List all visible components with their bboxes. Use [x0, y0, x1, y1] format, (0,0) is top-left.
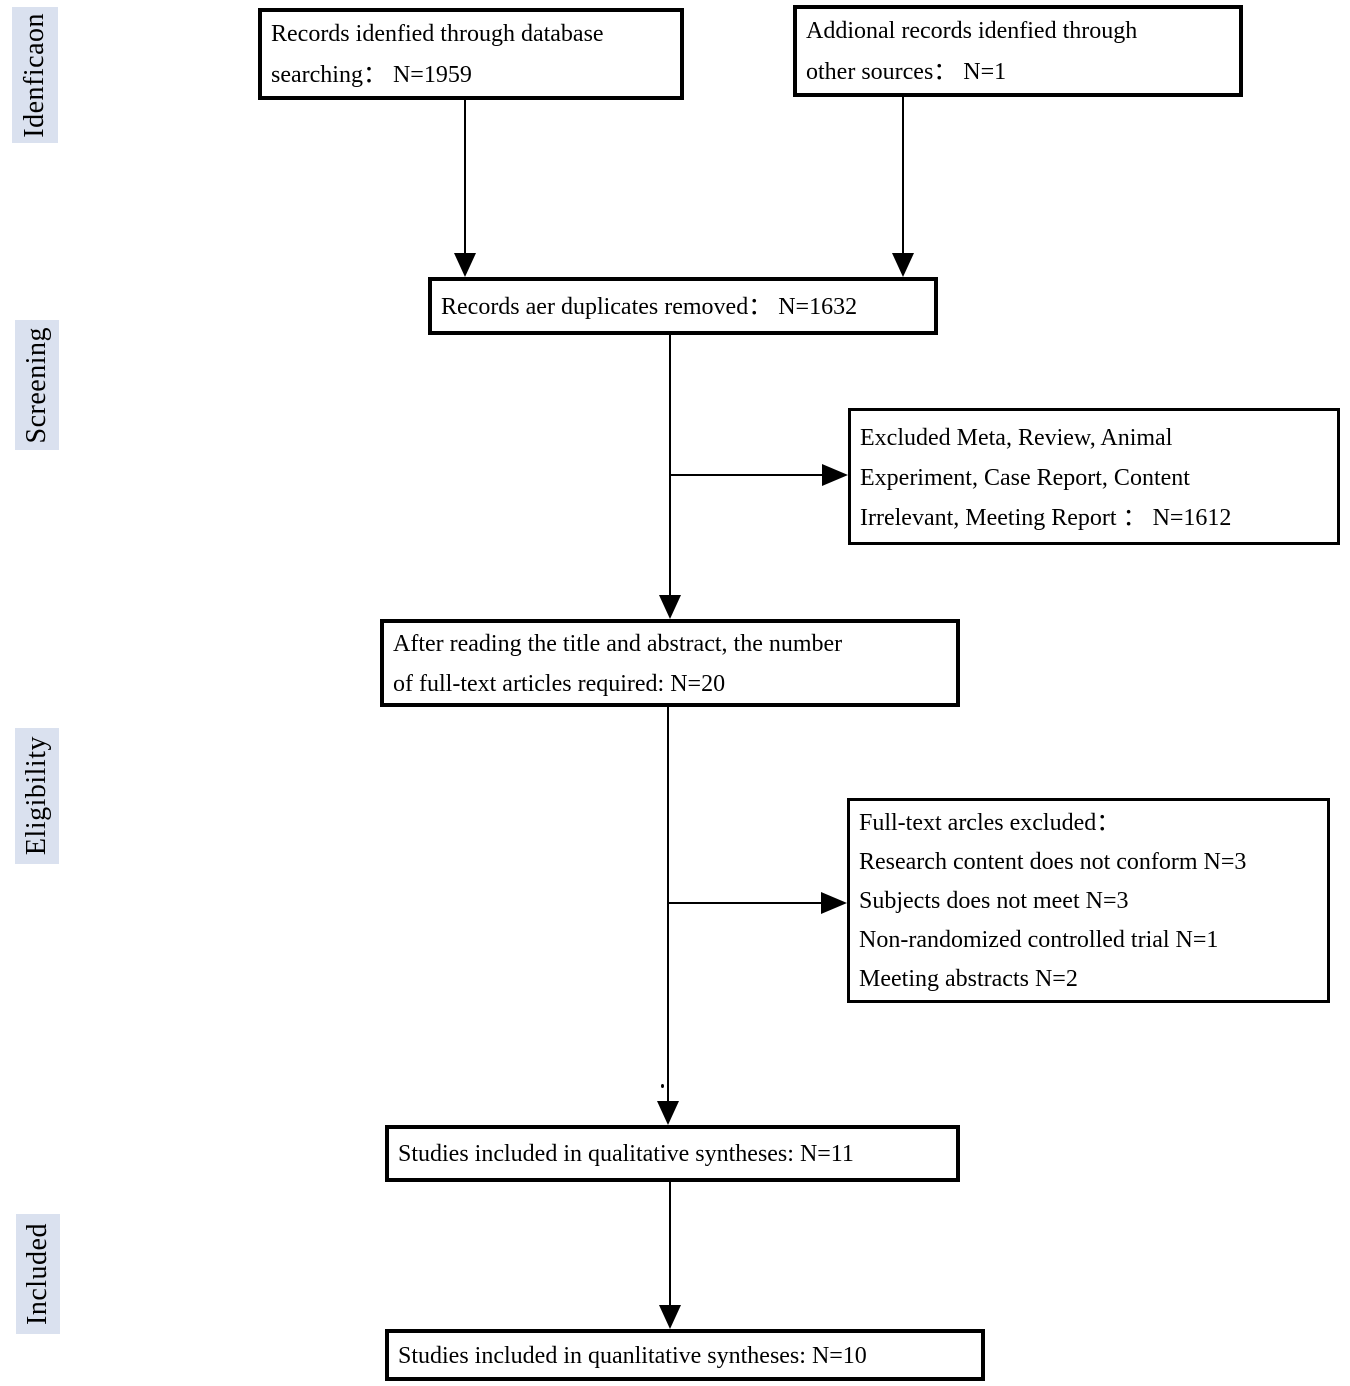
- box-text-line: searching： N=1959: [271, 62, 472, 88]
- box-screening-excluded: Excluded Meta, Review, Animal Experiment…: [848, 408, 1340, 545]
- box-text-line: Addional records idenfied through: [806, 18, 1138, 44]
- box-qualitative-syntheses: Studies included in qualitative synthese…: [385, 1125, 960, 1182]
- box-text-line: Excluded Meta, Review, Animal: [860, 424, 1173, 451]
- stage-label-eligibility-text: Eligibility: [21, 736, 52, 856]
- arrowhead-qualitative-to-quantitative: [659, 1305, 681, 1329]
- box-text-line: Records aer duplicates removed： N=1632: [441, 293, 858, 320]
- stage-label-included-text: Included: [22, 1223, 53, 1325]
- stage-label-included: Included: [16, 1214, 60, 1334]
- arrowhead-to-full-text-excluded: [821, 892, 847, 914]
- arrowhead-duplicates-to-full-text: [659, 595, 681, 619]
- stray-dot: [661, 1084, 664, 1088]
- arrowhead-to-screening-excluded: [822, 464, 848, 486]
- connector-duplicates-to-full-text: [669, 335, 671, 597]
- box-duplicates-removed: Records aer duplicates removed： N=1632: [428, 277, 938, 335]
- stage-label-identification: Idenficaon: [12, 7, 58, 143]
- box-text-line: Studies included in qualitative synthese…: [398, 1141, 854, 1167]
- box-text-line: of full-text articles required: N=20: [393, 671, 726, 697]
- connector-database-to-duplicates: [464, 100, 466, 255]
- box-text-line: Research content does not conform N=3: [859, 849, 1247, 875]
- box-full-text-excluded: Full-text arcles excluded： Research cont…: [847, 798, 1330, 1003]
- box-text-line: Studies included in quanlitative synthes…: [398, 1342, 867, 1369]
- box-records-database-searching: Records idenfied through database search…: [258, 8, 684, 100]
- stage-label-eligibility: Eligibility: [15, 728, 59, 864]
- box-full-text-required: After reading the title and abstract, th…: [380, 619, 960, 707]
- connector-branch-to-full-text-excluded: [668, 902, 821, 904]
- connector-full-text-to-qualitative: [667, 707, 669, 1104]
- box-additional-records-other-sources: Addional records idenfied through other …: [793, 5, 1243, 97]
- box-text-line: Non-randomized controlled trial N=1: [859, 927, 1219, 953]
- box-text-line: Records idenfied through database: [271, 21, 604, 47]
- connector-other-sources-to-duplicates: [902, 97, 904, 255]
- arrowhead-database-to-duplicates: [454, 253, 476, 277]
- stage-label-screening-text: Screening: [21, 326, 52, 444]
- box-text-line: Experiment, Case Report, Content: [860, 464, 1190, 491]
- connector-branch-to-screening-excluded: [670, 474, 822, 476]
- stage-label-screening: Screening: [15, 320, 59, 450]
- box-quantitative-syntheses: Studies included in quanlitative synthes…: [385, 1329, 985, 1381]
- box-text-line: Subjects does not meet N=3: [859, 888, 1129, 914]
- stage-label-identification-text: Idenficaon: [19, 12, 50, 138]
- box-text-line: After reading the title and abstract, th…: [393, 631, 843, 657]
- box-text-line: Full-text arcles excluded：: [859, 810, 1121, 836]
- arrowhead-full-text-to-qualitative: [657, 1101, 679, 1125]
- box-text-line: Meeting abstracts N=2: [859, 966, 1078, 992]
- connector-qualitative-to-quantitative: [669, 1182, 671, 1307]
- box-text-line: other sources： N=1: [806, 59, 1007, 85]
- box-text-line: Irrelevant, Meeting Report ： N=1612: [860, 504, 1232, 531]
- arrowhead-other-sources-to-duplicates: [892, 253, 914, 277]
